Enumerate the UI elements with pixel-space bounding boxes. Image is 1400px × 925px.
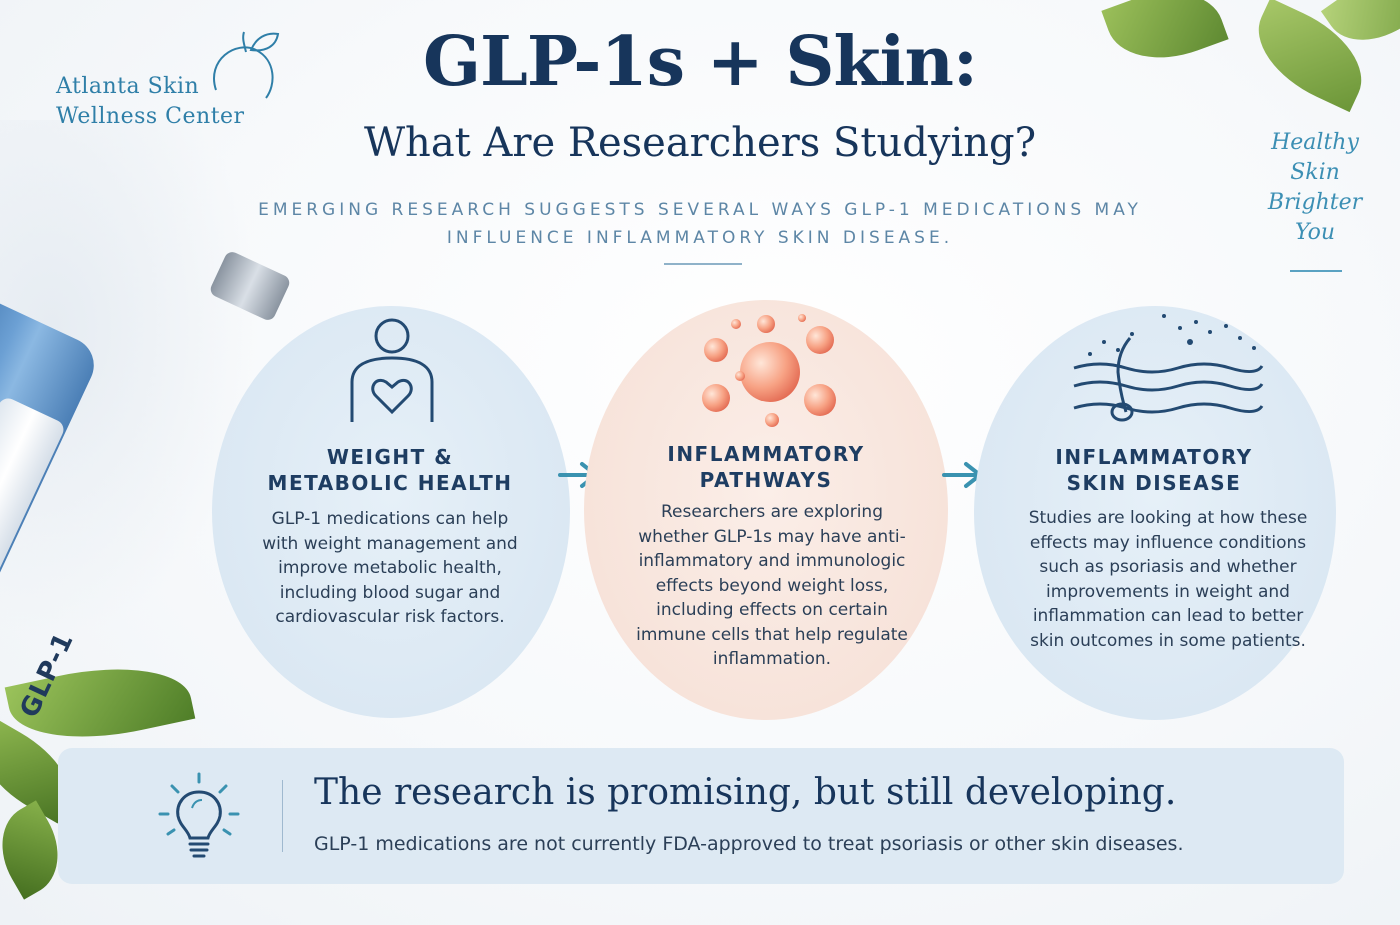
script-line-1: Healthy (1271, 130, 1359, 155)
card-body-inflammatory: Researchers are exploring whether GLP-1s… (636, 502, 908, 669)
card-title-line1: INFLAMMATORY (1055, 445, 1253, 469)
script-underline (1290, 270, 1342, 272)
lightbulb-icon (158, 772, 240, 858)
script-line-4: You (1294, 220, 1336, 245)
peach-logo-icon (213, 31, 280, 99)
script-line-3: Brighter (1267, 190, 1363, 215)
card-title-weight: WEIGHT & METABOLIC HEALTH (242, 444, 538, 496)
card-title-line2: METABOLIC HEALTH (267, 471, 513, 495)
logo-text-line1: Atlanta Skin (56, 74, 200, 99)
banner-divider (282, 780, 283, 852)
tagline-divider (664, 263, 742, 265)
person-heart-icon (350, 318, 434, 422)
page-title: GLP-1s + Skin: (422, 22, 978, 102)
tagline: EMERGING RESEARCH SUGGESTS SEVERAL WAYS … (258, 200, 1142, 248)
card-title-line2: PATHWAYS (699, 468, 833, 492)
banner-note: GLP-1 medications are not currently FDA-… (314, 833, 1184, 855)
card-title-line1: INFLAMMATORY (667, 442, 865, 466)
page-subtitle: What Are Researchers Studying? (363, 120, 1037, 166)
card-inflammatory-skin (974, 306, 1336, 720)
banner-headline: The research is promising, but still dev… (314, 772, 1177, 813)
card-title-line1: WEIGHT & (326, 445, 454, 469)
script-line-2: Skin (1290, 160, 1340, 185)
card-title-inflammatory: INFLAMMATORY PATHWAYS (616, 441, 916, 493)
card-title-skin-disease: INFLAMMATORY SKIN DISEASE (1004, 444, 1304, 496)
bottom-banner (58, 748, 1344, 884)
logo-text-line2: Wellness Center (56, 104, 245, 129)
inflammation-cells-icon (702, 314, 836, 427)
card-title-line2: SKIN DISEASE (1066, 471, 1242, 495)
logo: Atlanta Skin Wellness Center (56, 30, 296, 140)
script-slogan: Healthy Skin Brighter You (1250, 128, 1380, 248)
card-weight-metabolic (212, 306, 570, 718)
pen-label-window (0, 395, 67, 652)
pen-label-text: GLP-1 (14, 627, 80, 723)
card-body-weight: GLP-1 medications can help with weight m… (262, 509, 518, 627)
card-body-skin-disease: Studies are looking at how these effects… (1028, 508, 1308, 651)
skin-layers-icon (1073, 314, 1264, 422)
